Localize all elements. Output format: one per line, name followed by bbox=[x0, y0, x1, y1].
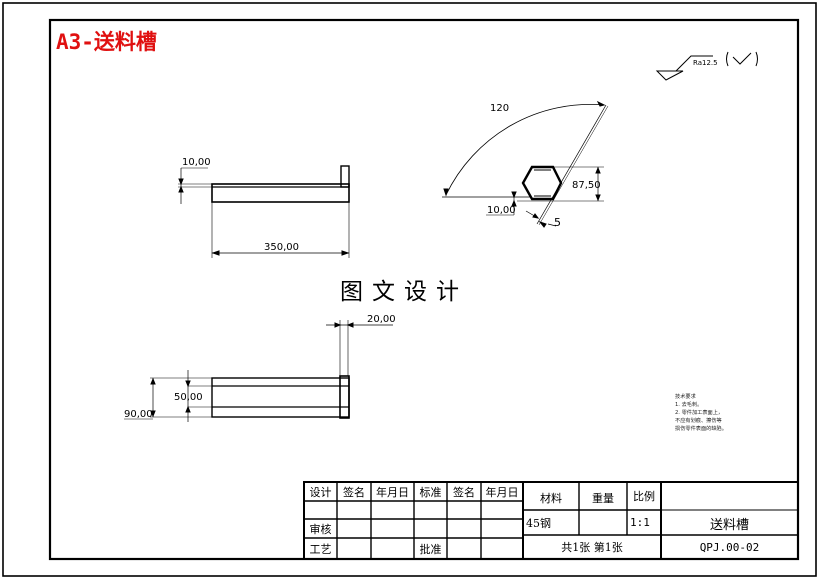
dim-gap: 5 bbox=[554, 216, 561, 229]
section-view bbox=[442, 100, 609, 228]
material-value: 45钢 bbox=[526, 516, 551, 530]
header-signature-2: 签名 bbox=[453, 485, 475, 499]
scale-value: 1:1 bbox=[630, 516, 650, 529]
dim-inner-width: 50,00 bbox=[174, 392, 203, 403]
weight-label: 重量 bbox=[592, 491, 614, 505]
sheet-count: 共1张 第1张 bbox=[561, 541, 623, 554]
drawing-number: QPJ.00-02 bbox=[699, 540, 760, 554]
row-review-label: 审核 bbox=[309, 522, 332, 536]
dim-height: 87,50 bbox=[572, 180, 601, 191]
row-process-label: 工艺 bbox=[309, 542, 332, 556]
front-view bbox=[178, 165, 350, 258]
roughness-value: Ra12.5 bbox=[693, 59, 718, 67]
tech-note-line: 1. 去毛刺。 bbox=[675, 402, 703, 408]
approve-label: 批准 bbox=[419, 542, 442, 556]
header-design: 设计 bbox=[309, 485, 332, 499]
header-standard: 标准 bbox=[419, 485, 442, 499]
surface-roughness-icon bbox=[655, 51, 758, 81]
dim-outer-width: 90,00 bbox=[124, 409, 153, 420]
dim-thickness: 10,00 bbox=[182, 157, 211, 168]
tech-note-line: 损伤零件表面的缺陷。 bbox=[675, 426, 727, 432]
dim-length: 350,00 bbox=[264, 242, 299, 253]
header-signature: 签名 bbox=[343, 485, 365, 499]
weight-value bbox=[579, 510, 627, 535]
header-date-2: 年月日 bbox=[485, 485, 519, 499]
tech-note-line: 不应有划痕、擦伤等 bbox=[675, 418, 722, 424]
title-block-grid bbox=[303, 481, 799, 560]
header-date: 年月日 bbox=[376, 485, 409, 499]
watermark-text: 图文设计 bbox=[340, 279, 468, 305]
dim-flange: 20,00 bbox=[367, 314, 396, 325]
tech-notes-heading: 技术要求 bbox=[675, 394, 696, 400]
dim-offset: 10,00 bbox=[487, 205, 516, 216]
tech-note-line: 2. 零件加工表面上， bbox=[675, 410, 724, 416]
part-name: 送料槽 bbox=[709, 518, 749, 533]
material-label: 材料 bbox=[540, 491, 562, 505]
technical-requirements: 技术要求 1. 去毛刺。 2. 零件加工表面上， 不应有划痕、擦伤等 损伤零件表… bbox=[675, 393, 727, 433]
scale-label: 比例 bbox=[633, 490, 655, 503]
sheet-title: A3-送料槽 bbox=[56, 30, 157, 54]
top-view bbox=[124, 320, 393, 422]
dim-angle: 120 bbox=[490, 103, 509, 114]
